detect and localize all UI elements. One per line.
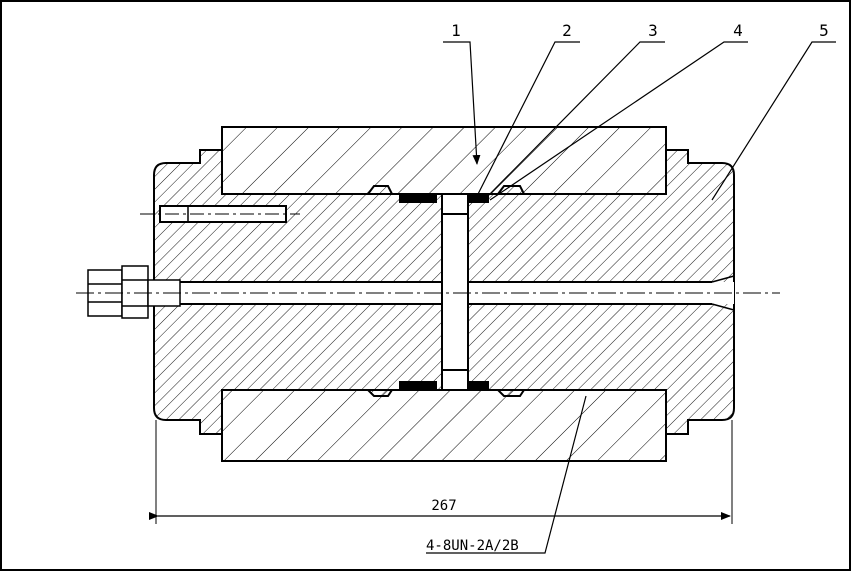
extension-lines [155, 420, 733, 524]
central-bore [154, 275, 735, 311]
dimension-text: 267 [431, 498, 456, 514]
outer-sleeve [221, 126, 667, 462]
callout-4: 4 [733, 21, 743, 40]
callout-2: 2 [562, 21, 572, 40]
callout-3: 3 [648, 21, 658, 40]
callout-1: 1 [451, 21, 461, 40]
blind-hole [140, 205, 300, 223]
center-gap [441, 200, 469, 384]
thread-note: 4-8UN-2A/2B [426, 538, 519, 554]
seal-rings [399, 193, 489, 391]
leader-lines [426, 41, 836, 554]
callout-5: 5 [819, 21, 829, 40]
